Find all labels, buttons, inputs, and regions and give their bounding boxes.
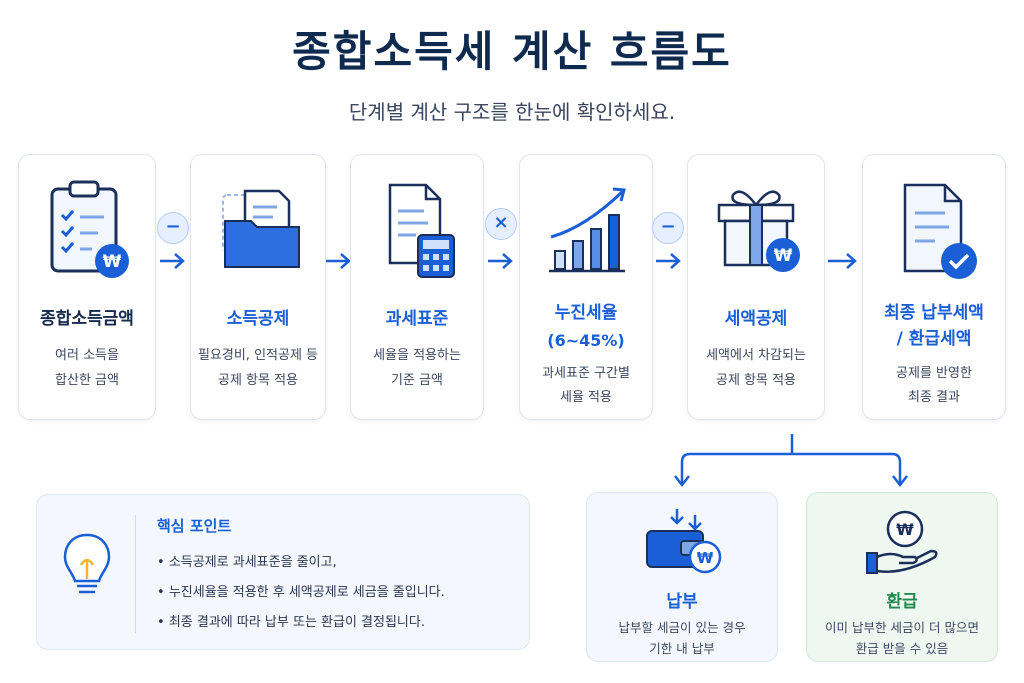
step-desc: 과세표준 구간별 — [542, 366, 630, 381]
result-title: 납부 — [666, 592, 698, 612]
svg-text:₩: ₩ — [896, 520, 914, 539]
arrow-right-icon — [326, 253, 351, 269]
hand-coin-icon: ₩ — [863, 507, 943, 583]
step-card-final-tax: 최종 납부세액 / 환급세액 공제를 반영한 최종 결과 — [862, 154, 1006, 420]
arrow-right-icon — [488, 253, 513, 269]
svg-text:₩: ₩ — [103, 252, 122, 272]
step-desc: 공제 항목 적용 — [715, 373, 797, 388]
step-card-income-deduction: 소득공제 필요경비, 인적공제 등 공제 항목 적용 — [190, 154, 326, 420]
arrow-right-icon — [828, 253, 857, 269]
step-desc: 공제를 반영한 — [896, 366, 972, 381]
key-point-item: • 최종 결과에 따라 납부 또는 환급이 결정됩니다. — [157, 615, 425, 630]
key-points-title: 핵심 포인트 — [157, 517, 232, 535]
step-desc: 세율을 적용하는 — [373, 348, 461, 363]
minus-operator: − — [652, 212, 684, 244]
step-desc: 필요경비, 인적공제 등 — [197, 348, 319, 363]
step-card-total-income: ₩ 종합소득금액 여러 소득을 합산한 금액 — [18, 154, 156, 420]
arrow-right-icon — [656, 253, 681, 269]
bar-chart-trend-icon — [520, 177, 652, 287]
step-card-progressive-rate: 누진세율 (6~45%) 과세표준 구간별 세율 적용 — [519, 154, 653, 420]
wallet-won-icon: ₩ — [641, 507, 727, 583]
step-desc: 세율 적용 — [560, 390, 612, 405]
minus-operator: − — [157, 212, 189, 244]
step-name: 과세표준 — [385, 309, 449, 329]
svg-text:₩: ₩ — [774, 246, 793, 266]
result-card-payment: ₩ 납부 납부할 세금이 있는 경우 기한 내 납부 — [586, 492, 778, 662]
key-points-box: 핵심 포인트 • 소득공제로 과세표준을 줄이고, • 누진세율을 적용한 후 … — [36, 494, 530, 650]
step-name-secondary: / 환급세액 — [896, 329, 972, 349]
step-name: 누진세율 — [554, 303, 618, 323]
step-desc: 합산한 금액 — [55, 373, 119, 388]
result-desc: 기한 내 납부 — [649, 641, 715, 656]
result-desc: 납부할 세금이 있는 경우 — [618, 620, 746, 635]
arrow-right-icon — [160, 253, 185, 269]
multiply-operator: × — [485, 208, 517, 240]
clipboard-won-icon: ₩ — [19, 177, 155, 287]
step-desc: 여러 소득을 — [55, 348, 119, 363]
step-rate-range: (6~45%) — [547, 331, 625, 350]
gift-won-icon: ₩ — [688, 177, 824, 287]
result-title: 환급 — [886, 592, 918, 612]
step-desc: 최종 결과 — [908, 390, 960, 405]
document-check-icon — [863, 177, 1005, 287]
result-desc: 이미 납부한 세금이 더 많으면 — [825, 620, 979, 635]
step-name: 종합소득금액 — [40, 309, 134, 329]
branch-connector — [674, 434, 908, 488]
step-name: 소득공제 — [226, 309, 290, 329]
step-name: 최종 납부세액 — [884, 303, 984, 323]
page-title: 종합소득세 계산 흐름도 — [292, 27, 732, 76]
result-desc: 환급 받을 수 있음 — [855, 641, 949, 656]
step-desc: 세액에서 차감되는 — [706, 348, 806, 363]
step-name: 세액공제 — [724, 309, 788, 329]
step-desc: 기준 금액 — [391, 373, 443, 388]
step-desc: 공제 항목 적용 — [217, 373, 299, 388]
page-subtitle: 단계별 계산 구조를 한눈에 확인하세요. — [348, 100, 676, 124]
result-card-refund: ₩ 환급 이미 납부한 세금이 더 많으면 환급 받을 수 있음 — [806, 492, 998, 662]
divider — [135, 515, 136, 633]
key-point-item: • 소득공제로 과세표준을 줄이고, — [157, 555, 337, 570]
key-point-item: • 누진세율을 적용한 후 세액공제로 세금을 줄입니다. — [157, 585, 445, 600]
folder-document-icon — [191, 177, 325, 287]
document-calculator-icon — [351, 177, 483, 287]
step-card-tax-base: 과세표준 세율을 적용하는 기준 금액 — [350, 154, 484, 420]
step-card-tax-credit: ₩ 세액공제 세액에서 차감되는 공제 항목 적용 — [687, 154, 825, 420]
lightbulb-icon — [61, 531, 113, 605]
svg-text:₩: ₩ — [697, 549, 714, 567]
